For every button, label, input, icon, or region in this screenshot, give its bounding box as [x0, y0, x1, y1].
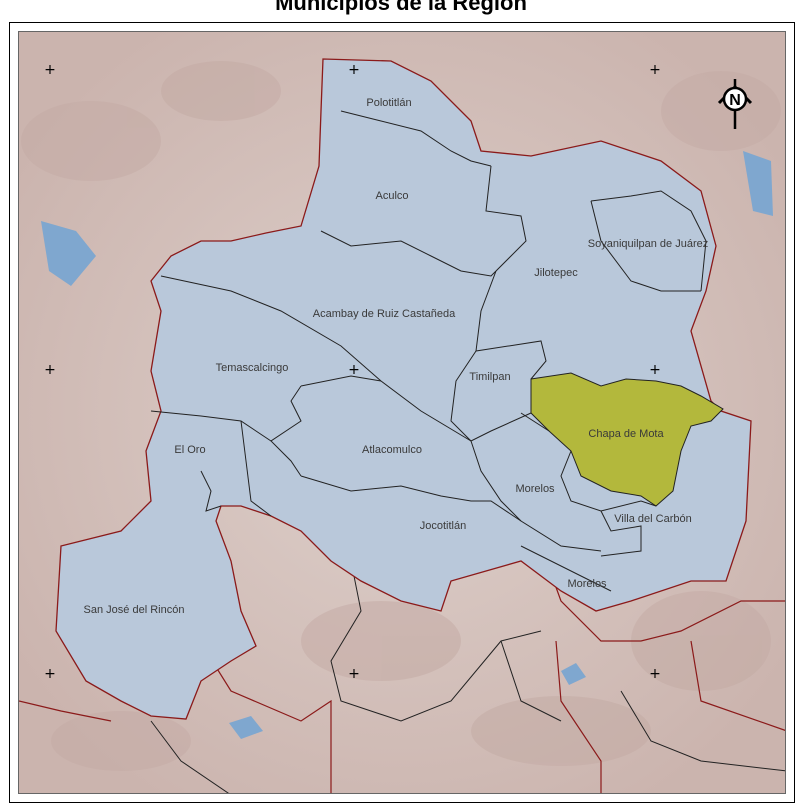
map-title: Municipios de la Región [275, 0, 527, 15]
label-jocotitlan: Jocotitlán [420, 520, 466, 532]
label-atlacomulco: Atlacomulco [362, 444, 422, 456]
grid-cross: + [348, 666, 360, 682]
municipio-labels: Polotitlán Aculco Soyaniquilpan de Juáre… [84, 97, 709, 616]
grid-cross: + [348, 362, 360, 378]
label-timilpan: Timilpan [469, 371, 510, 383]
label-acambay: Acambay de Ruiz Castañeda [313, 308, 456, 320]
lake-south [229, 716, 263, 739]
label-morelos-north: Morelos [515, 483, 555, 495]
label-temascalcingo: Temascalcingo [216, 362, 289, 374]
label-morelos-south: Morelos [567, 578, 607, 590]
label-villa-del-carbon: Villa del Carbón [614, 513, 691, 525]
grid-cross: + [649, 666, 661, 682]
grid-cross: + [649, 362, 661, 378]
lake-west [41, 221, 96, 286]
region-outline [55, 58, 752, 720]
terrain-relief [21, 61, 781, 771]
label-soyaniquilpan: Soyaniquilpan de Juárez [588, 238, 708, 250]
grid-marks: + + + + + + + + + [44, 62, 661, 682]
label-san-jose-del-rincon: San José del Rincón [84, 604, 185, 616]
grid-cross: + [348, 62, 360, 78]
water-bodies [41, 151, 773, 739]
grid-cross: + [44, 62, 56, 78]
label-el-oro: El Oro [174, 444, 205, 456]
map-frame[interactable]: + + + + + + + + + Polotitlán Aculco Soya… [18, 31, 786, 794]
north-label: N [729, 92, 741, 109]
label-chapa-de-mota: Chapa de Mota [588, 428, 664, 440]
municipal-borders [150, 110, 707, 592]
north-arrow: N [717, 79, 753, 129]
north-arrow-circle [722, 86, 748, 112]
grid-cross: + [44, 362, 56, 378]
lake-east [743, 151, 773, 216]
grid-cross: + [649, 62, 661, 78]
municipio-chapa-de-mota[interactable] [530, 372, 724, 507]
map-canvas[interactable]: + + + + + + + + + Polotitlán Aculco Soya… [19, 32, 786, 794]
grid-cross: + [44, 666, 56, 682]
label-polotitlan: Polotitlán [366, 97, 411, 109]
lake-south-east [561, 663, 586, 685]
label-jilotepec: Jilotepec [534, 267, 578, 279]
region-municipios [55, 58, 752, 720]
outside-municipal-borders [150, 525, 785, 793]
label-aculco: Aculco [375, 190, 408, 202]
